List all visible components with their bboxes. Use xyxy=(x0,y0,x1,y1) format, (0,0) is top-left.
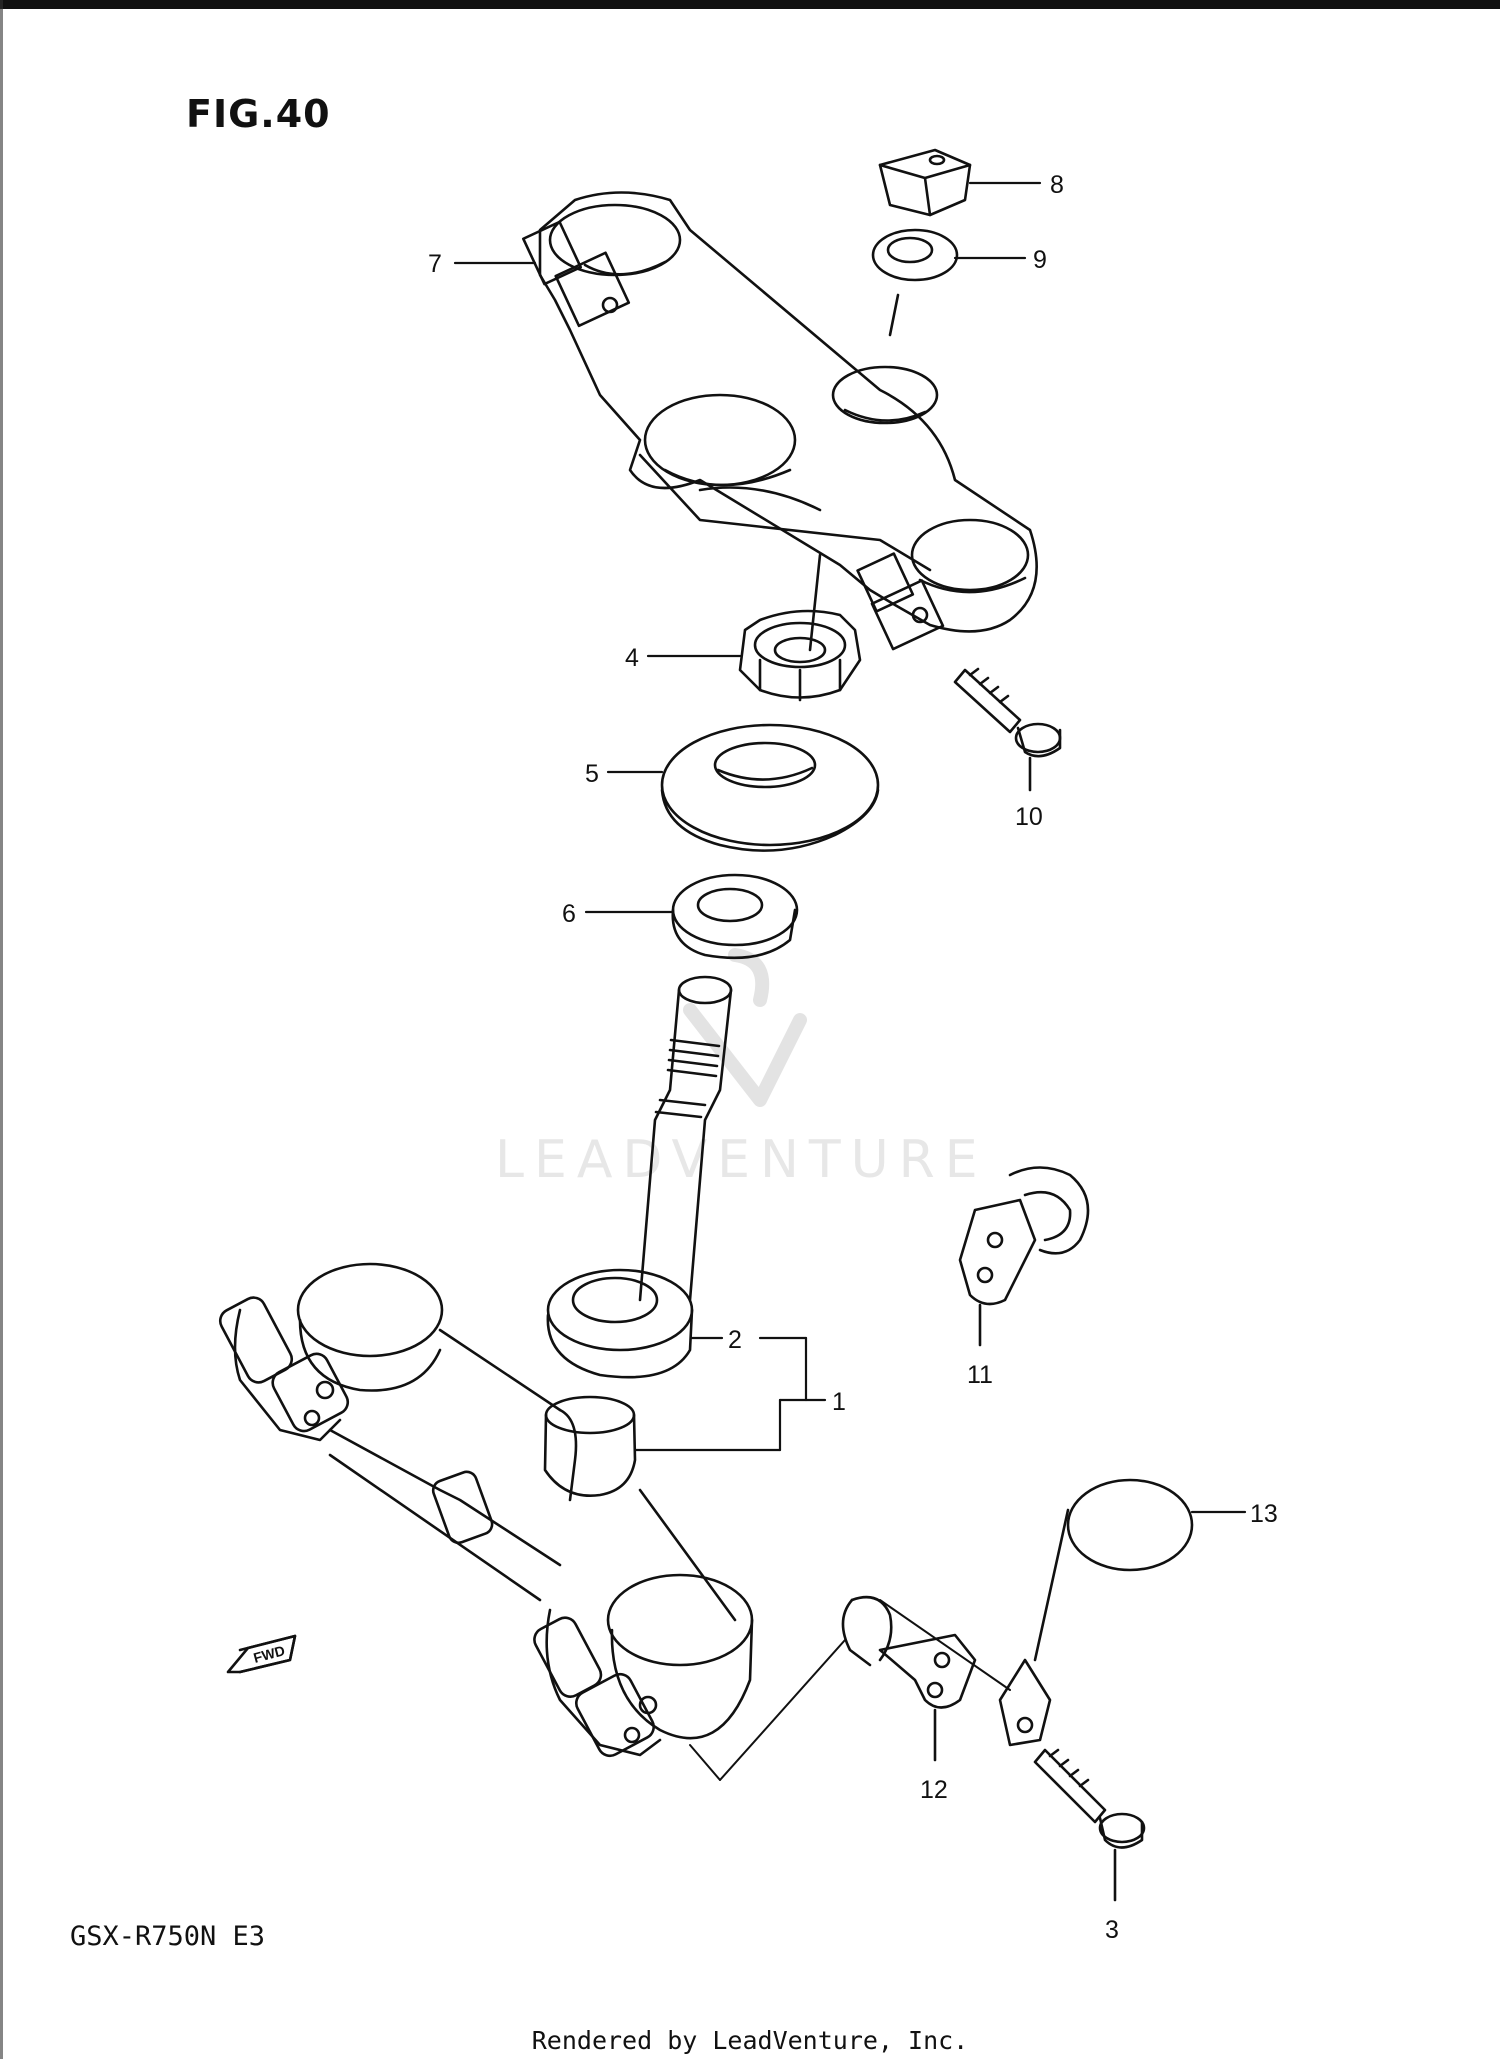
steering-stem-shaft xyxy=(638,975,733,1302)
bracket-bolt xyxy=(953,667,1062,792)
callout-10: 10 xyxy=(1015,803,1043,831)
callout-3: 3 xyxy=(1105,1916,1119,1944)
callout-11: 11 xyxy=(967,1361,993,1389)
washer xyxy=(871,228,959,337)
watermark-text: LEADVENTURE xyxy=(495,1130,988,1190)
callouts: 7 8 9 4 5 6 10 2 1 11 13 12 3 xyxy=(428,171,1278,1944)
clamp-bolt xyxy=(1033,1748,1146,1902)
model-code: GSX-R750N E3 xyxy=(70,1921,266,1952)
callout-12: 12 xyxy=(920,1776,948,1804)
fwd-label: FWD xyxy=(252,1642,287,1666)
callout-4: 4 xyxy=(625,644,639,672)
steering-bearing xyxy=(671,873,799,960)
lower-bracket xyxy=(218,1262,754,1758)
wire-ring xyxy=(998,1478,1194,1747)
fwd-arrow-icon xyxy=(226,1634,297,1674)
watermark-logo xyxy=(683,948,807,1107)
callout-8: 8 xyxy=(1050,171,1064,199)
cable-clamp xyxy=(841,1595,977,1762)
callout-5: 5 xyxy=(585,760,599,788)
callout-2: 2 xyxy=(728,1326,742,1354)
figure-title: FIG.40 xyxy=(186,92,331,136)
scan-left-edge xyxy=(0,0,3,2059)
callout-7: 7 xyxy=(428,250,442,278)
nut xyxy=(878,148,972,217)
scan-top-border xyxy=(0,0,1500,9)
callout-6: 6 xyxy=(562,900,576,928)
callout-9: 9 xyxy=(1033,246,1047,274)
dust-seal xyxy=(660,723,880,852)
assembly-lines xyxy=(689,1599,1011,1781)
steering-stem-nut xyxy=(738,609,862,702)
callout-13: 13 xyxy=(1250,1500,1278,1528)
lower-bearing xyxy=(546,1268,694,1379)
callout-1: 1 xyxy=(832,1388,846,1416)
footer-credit: Rendered by LeadVenture, Inc. xyxy=(531,2026,969,2055)
upper-bracket xyxy=(522,191,1038,652)
hose-clamp xyxy=(958,1166,1090,1347)
